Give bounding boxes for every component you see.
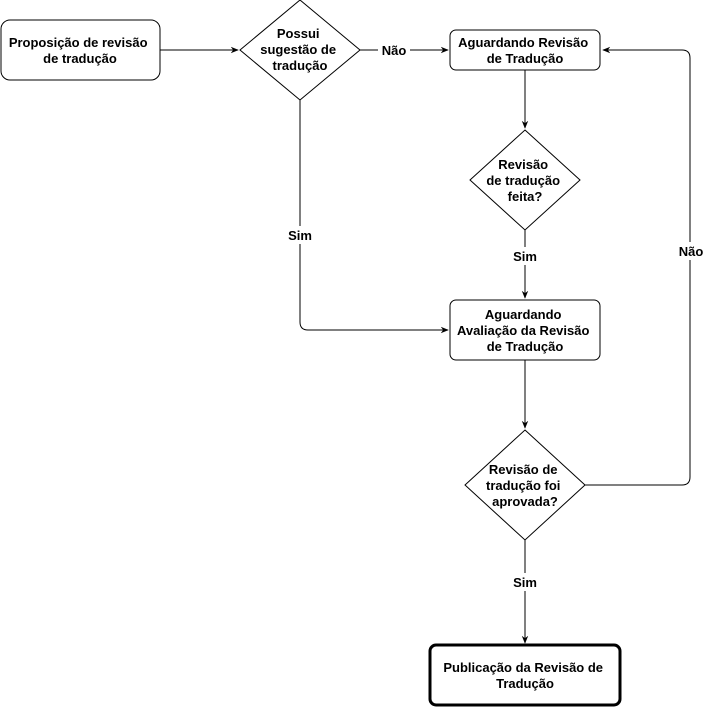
decision-diamond bbox=[239, 0, 361, 101]
node-text-line: Tradução bbox=[496, 676, 554, 691]
decision-diamond bbox=[469, 129, 581, 231]
node-publication: Publicação da Revisão de Tradução bbox=[428, 643, 622, 707]
node-review-approved: Revisão de tradução foi aprovada? bbox=[464, 429, 586, 541]
node-text-line: tradução foi bbox=[486, 478, 560, 493]
process-box bbox=[449, 29, 601, 71]
svg-text:Publicação da Revisão de: Publicação da Revisão de Tradução bbox=[443, 660, 606, 691]
node-text-line: Proposição de revisão bbox=[9, 35, 148, 50]
node-text-line: tradução bbox=[273, 58, 328, 73]
node-review-done: Revisão de tradução feita? bbox=[469, 129, 581, 231]
node-text-line: feita? bbox=[508, 189, 543, 204]
node-text-line: Aguardando Revisão bbox=[458, 35, 588, 50]
svg-text:Proposição de revisão de: Proposição de revisão de tradução bbox=[9, 35, 151, 66]
node-text-line: Revisão de bbox=[489, 462, 558, 477]
edge-approved-back-to-review bbox=[585, 46, 691, 486]
node-text-line: Aguardando bbox=[485, 307, 562, 322]
node-awaiting-review: Aguardando Revisão de Tradução bbox=[449, 29, 601, 71]
edge-label-suggestion-yes: Sim bbox=[288, 228, 312, 243]
node-text-line: sugestão de bbox=[260, 42, 336, 57]
edges bbox=[160, 46, 691, 644]
edge-label-approved-yes: Sim bbox=[513, 575, 537, 590]
edge-decision-to-awaiting-evaluation bbox=[299, 100, 449, 334]
edge-label-review-done-yes: Sim bbox=[513, 249, 537, 264]
node-text-line: Possui bbox=[277, 26, 320, 41]
terminal-box bbox=[428, 643, 622, 707]
svg-text:Revisão de tradução: Revisão de tradução feita? bbox=[486, 157, 563, 204]
svg-text:Aguardando Avaliação da: Aguardando Avaliação da Revisão de Tradu… bbox=[457, 307, 593, 354]
node-text-line: Publicação da Revisão de bbox=[443, 660, 603, 675]
svg-text:Revisão de tradução foi: Revisão de tradução foi aprovada? bbox=[486, 462, 564, 509]
node-text-line: de Tradução bbox=[487, 339, 564, 354]
node-text-line: aprovada? bbox=[492, 494, 558, 509]
edge-label-suggestion-no: Não bbox=[382, 43, 407, 58]
node-proposal: Proposição de revisão de tradução bbox=[0, 19, 161, 81]
node-has-suggestion: Possui sugestão de tradução bbox=[239, 0, 361, 101]
node-awaiting-evaluation: Aguardando Avaliação da Revisão de Tradu… bbox=[449, 299, 601, 361]
node-text-line: de tradução bbox=[486, 173, 560, 188]
node-text-line: de tradução bbox=[43, 51, 117, 66]
node-text-line: Avaliação da Revisão bbox=[457, 323, 590, 338]
process-box bbox=[449, 299, 601, 361]
decision-diamond bbox=[464, 429, 586, 541]
node-text-line: de Tradução bbox=[487, 51, 564, 66]
node-text-line: Revisão bbox=[498, 157, 548, 172]
edge-labels: Não Sim Sim Não Sim bbox=[284, 41, 705, 591]
edge-label-approved-no: Não bbox=[679, 244, 704, 259]
svg-text:Possui sugestão de: Possui sugestão de tradução bbox=[260, 26, 339, 73]
svg-text:Aguardando Revisão de Tr: Aguardando Revisão de Tradução bbox=[458, 35, 592, 66]
process-box bbox=[0, 19, 161, 81]
